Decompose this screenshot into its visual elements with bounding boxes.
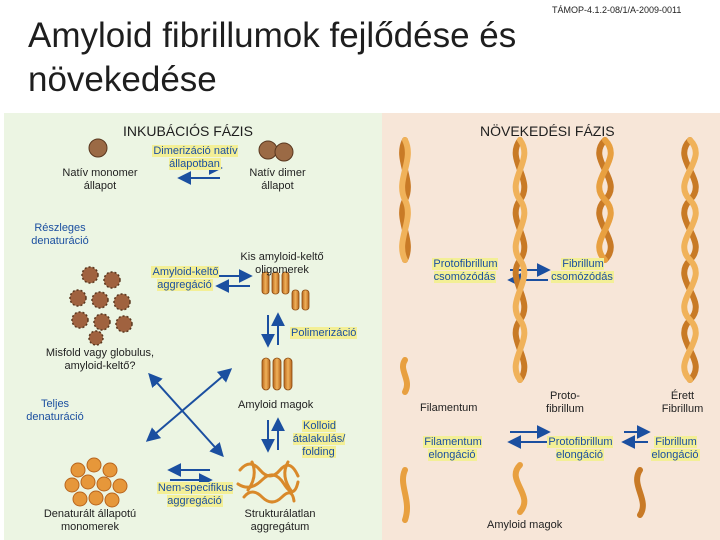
project-code: TÁMOP-4.1.2-08/1/A-2009-0011 (552, 5, 682, 15)
amyloid-aggregation-label: Amyloid-keltő aggregáció (151, 266, 219, 291)
filament-label: Filamentum (420, 402, 478, 414)
misfold-label: Misfold vagy globulus, amyloid-keltő? (45, 347, 155, 372)
fibril-bundling-label: Fibrillum csomózódás (551, 258, 614, 283)
native-dimer-blob (258, 140, 294, 162)
growth-phase-header: NÖVEKEDÉSI FÁZIS (480, 123, 615, 139)
filament-elongation-label: Filamentum elongáció (423, 436, 482, 461)
native-dimer-label: Natív dimer állapot (249, 167, 306, 192)
native-monomer-blob (88, 138, 108, 158)
oligomer-arrows (215, 269, 253, 293)
amyloid-seeds-bottom-label: Amyloid magok (487, 519, 563, 531)
partial-denaturation-label: Részleges denaturáció (31, 222, 89, 247)
misfolded-blobs (69, 266, 133, 346)
incubation-phase-header: INKUBÁCIÓS FÁZIS (123, 123, 253, 139)
full-denaturation-label: Teljes denaturáció (26, 398, 84, 423)
protofibril-label: Proto- fibrillum (546, 390, 584, 415)
colloid-label: Kolloid átalakulás/ folding (292, 420, 346, 458)
twisted-fibrils (399, 137, 699, 523)
page-title: Amyloid fibrillumok fejlődése és növeked… (28, 16, 517, 99)
protofibril-elongation-label: Protofibrillum elongáció (547, 436, 613, 461)
amyloid-seed-strands (261, 357, 293, 391)
nonspecific-arrows (167, 463, 213, 487)
incubation-phase-panel (4, 113, 382, 540)
mature-fibril-label: Érett Fibrillum (661, 390, 704, 415)
native-monomer-label: Natív monomer állapot (62, 167, 138, 192)
denatured-monomers-label: Denaturált állapotú monomerek (43, 508, 137, 533)
unstructured-aggregate (236, 460, 300, 504)
protofibril-bundling-label: Protofibrillum csomózódás (432, 258, 498, 283)
amyloid-seeds-label: Amyloid magok (238, 399, 314, 411)
unstructured-aggregate-label: Strukturálatlan aggregátum (244, 508, 316, 533)
polymerization-label: Polimerizáció (290, 327, 358, 339)
nonspecific-aggregation-label: Nem-specifikus aggregáció (156, 482, 234, 507)
small-oligomers-label: Kis amyloid-keltő oligomerek (240, 251, 324, 276)
growth-elongation-arrows (507, 263, 651, 449)
diagonal-arrows (145, 368, 233, 458)
polymerization-arrows (261, 312, 285, 348)
growth-phase-panel (382, 113, 720, 540)
colloid-arrows (261, 417, 285, 453)
denatured-monomer-balls (64, 457, 128, 508)
small-oligomers (261, 271, 310, 311)
dimerization-label: Dimerizáció natív állapotban (152, 145, 238, 170)
fibril-elongation-label: Fibrillum elongáció (651, 436, 700, 461)
